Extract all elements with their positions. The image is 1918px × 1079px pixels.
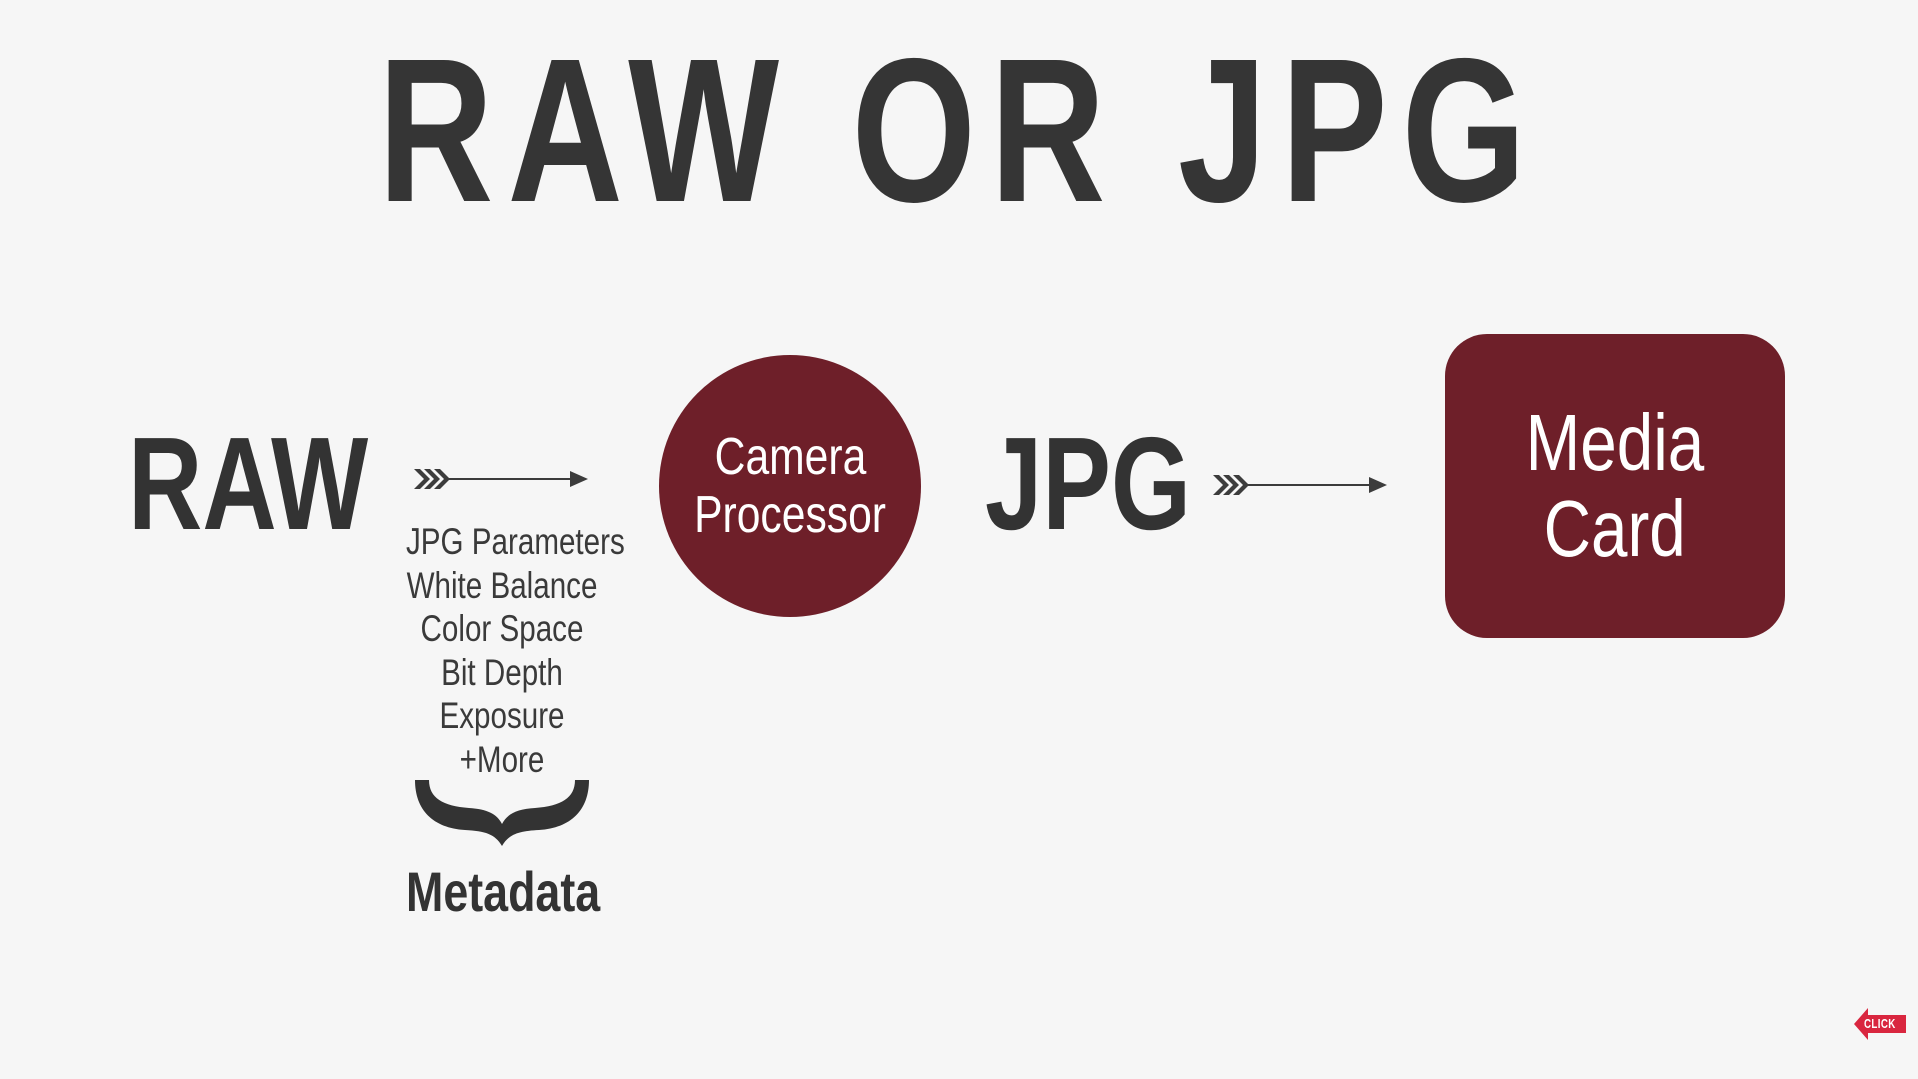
metadata-label: Metadata (406, 860, 601, 923)
processor-line-2: Processor (694, 486, 886, 544)
media-card-box: Media Card (1445, 334, 1785, 638)
click-badge-button[interactable]: CLICK (1854, 1006, 1906, 1042)
param-bit-depth: Bit Depth (441, 651, 563, 693)
slide-title: RAW OR JPG (377, 16, 1541, 245)
param-more: +More (459, 738, 545, 780)
click-arrow-icon (1854, 1008, 1906, 1040)
param-color-space: Color Space (420, 608, 584, 649)
param-jpg-parameters: JPG Parameters (406, 521, 625, 562)
arrow-jpg-to-media-card (1213, 475, 1387, 495)
param-exposure: Exposure (439, 695, 565, 736)
arrow-raw-to-processor (414, 469, 588, 489)
media-card-line-2: Card (1543, 484, 1687, 573)
brace-icon (415, 780, 589, 846)
media-card-line-1: Media (1525, 398, 1705, 487)
param-white-balance: White Balance (406, 564, 598, 606)
raw-label: RAW (128, 410, 369, 557)
jpg-parameters-list: JPG Parameters White Balance Color Space… (382, 520, 625, 781)
click-label: CLICK (1864, 1016, 1896, 1031)
camera-processor-circle: Camera Processor (659, 355, 921, 617)
processor-line-1: Camera (714, 428, 866, 486)
jpg-label: JPG (985, 410, 1192, 557)
